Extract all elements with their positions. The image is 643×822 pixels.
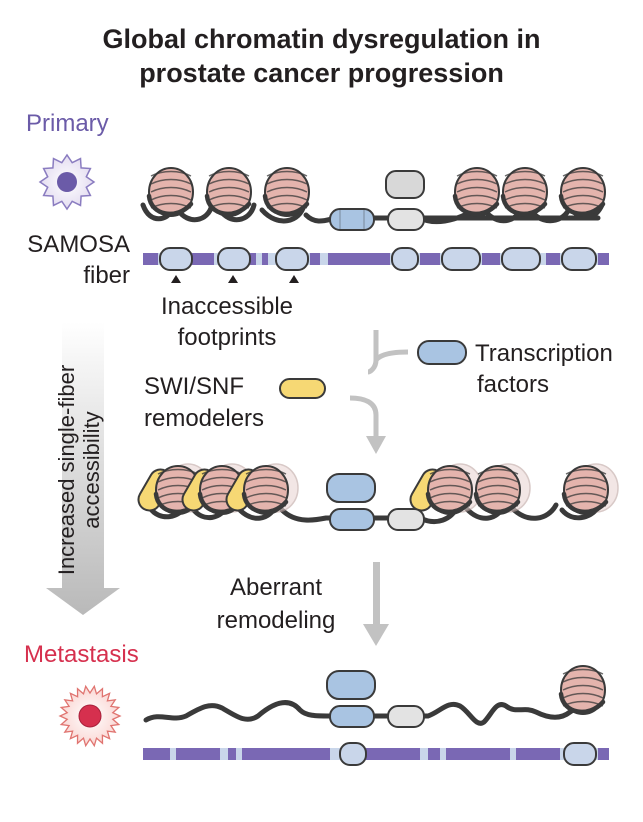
nucleosome-icon <box>558 167 606 217</box>
nucleosome-icon <box>473 463 531 515</box>
swi-label-line-1: SWI/SNF <box>144 373 244 400</box>
nucleosome-icon <box>262 167 310 217</box>
samosa-fiber-label: SAMOSA fiber <box>18 229 130 291</box>
transcription-factors-label: Transcription factors <box>475 338 613 400</box>
aberrant-label-line-2: remodeling <box>216 607 336 634</box>
footprint-capsule <box>391 247 419 271</box>
aberrant-label-line-1: Aberrant <box>229 574 323 601</box>
swi-label-line-2: remodelers <box>144 405 265 432</box>
remodeler-icon <box>279 378 326 399</box>
nucleosome-icon <box>225 463 299 515</box>
footprint-capsule <box>563 742 597 766</box>
side-label-line-2: accessibility <box>79 411 104 529</box>
transcription-factor-legend-icon <box>417 340 467 365</box>
footprint-markers <box>171 275 299 283</box>
transcription-factor-icon <box>326 473 425 531</box>
footprints-label-line-1: Inaccessible <box>160 293 294 320</box>
down-arrow-icon <box>349 330 409 454</box>
figure-title: Global chromatin dysregulation in prosta… <box>0 22 643 90</box>
samosa-label-line-1: SAMOSA <box>27 231 130 258</box>
footprint-capsule <box>501 247 541 271</box>
inaccessible-footprints-label: Inaccessible footprints <box>132 291 322 353</box>
stage-primary-label: Primary <box>26 110 109 137</box>
nucleosome-icon <box>452 167 500 217</box>
nucleosome-icon <box>561 463 619 515</box>
nucleosome-icon <box>558 665 606 715</box>
tf-label-line-2: factors <box>477 371 550 398</box>
accessibility-axis-label: Increased single-fiber accessibility <box>49 320 109 620</box>
title-line-2: prostate cancer progression <box>139 58 504 88</box>
primary-chromatin <box>140 167 606 231</box>
samosa-fiber-primary <box>143 247 609 271</box>
nucleosome-icon <box>204 167 252 217</box>
stage-metastasis-label: Metastasis <box>24 641 139 668</box>
nucleosome-icon <box>500 167 548 217</box>
footprint-capsule <box>159 247 193 271</box>
aberrant-remodeling-label: Aberrant remodeling <box>196 571 356 637</box>
footprints-label-line-2: footprints <box>177 324 277 351</box>
primary-cell-icon <box>38 153 96 211</box>
footprint-capsule <box>561 247 597 271</box>
metastasis-cell-icon <box>58 684 122 748</box>
footprint-capsule <box>217 247 251 271</box>
primary-dna-strand <box>140 202 605 225</box>
transcription-factor-icon <box>329 208 375 231</box>
remodeled-chromatin <box>137 463 619 531</box>
nucleosome-icon <box>146 167 194 217</box>
footprint-capsule <box>339 742 367 766</box>
samosa-label-line-2: fiber <box>83 262 130 289</box>
transcription-factor-icon <box>326 670 425 728</box>
metastasis-chromatin <box>143 665 606 728</box>
nucleosome-icon <box>409 463 483 515</box>
accessibility-gradient-arrow <box>46 322 120 615</box>
swi-snf-remodelers-label: SWI/SNF remodelers <box>144 371 264 435</box>
dna-bound-protein-icon <box>385 170 425 231</box>
aberrant-remodeling-arrow <box>363 562 389 646</box>
footprint-capsule <box>275 247 309 271</box>
title-line-1: Global chromatin dysregulation in <box>102 24 541 54</box>
samosa-fiber-metastasis <box>143 742 609 766</box>
footprint-capsule <box>441 247 481 271</box>
tf-label-line-1: Transcription <box>475 340 613 367</box>
side-label-line-1: Increased single-fiber <box>54 364 79 576</box>
